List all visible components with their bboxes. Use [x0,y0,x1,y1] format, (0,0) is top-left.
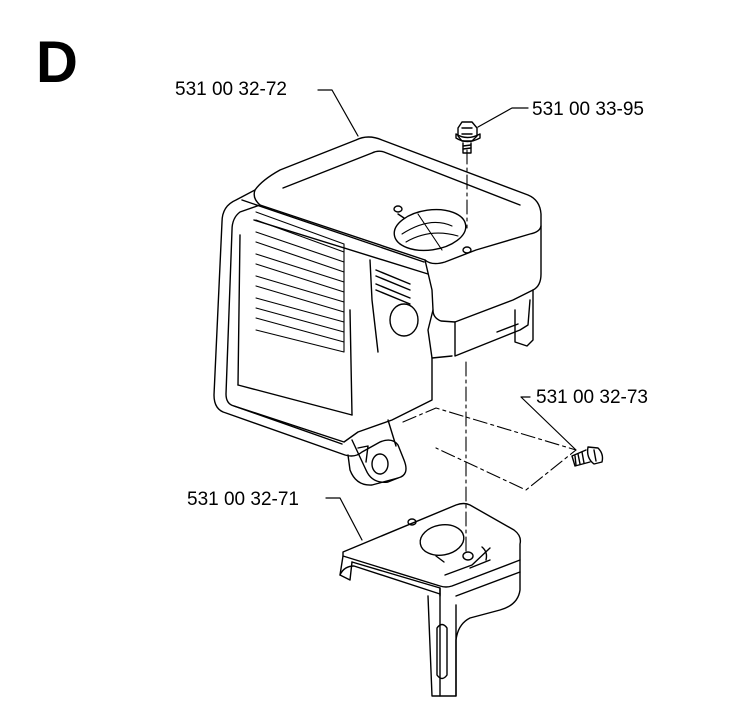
bracket-part [339,502,522,697]
part-number-side-screw: 531 00 32-73 [536,387,648,408]
assembly-axis-lines [402,149,577,553]
top-screw [455,121,481,154]
part-number-bracket: 531 00 32-71 [187,489,299,510]
cover-part [213,136,542,486]
section-letter: D [36,30,78,95]
part-number-top-screw: 531 00 33-95 [532,99,644,120]
vent-slots [255,211,345,353]
leader-lines [317,89,577,541]
side-screw [571,446,604,467]
part-number-cover: 531 00 32-72 [175,79,287,100]
